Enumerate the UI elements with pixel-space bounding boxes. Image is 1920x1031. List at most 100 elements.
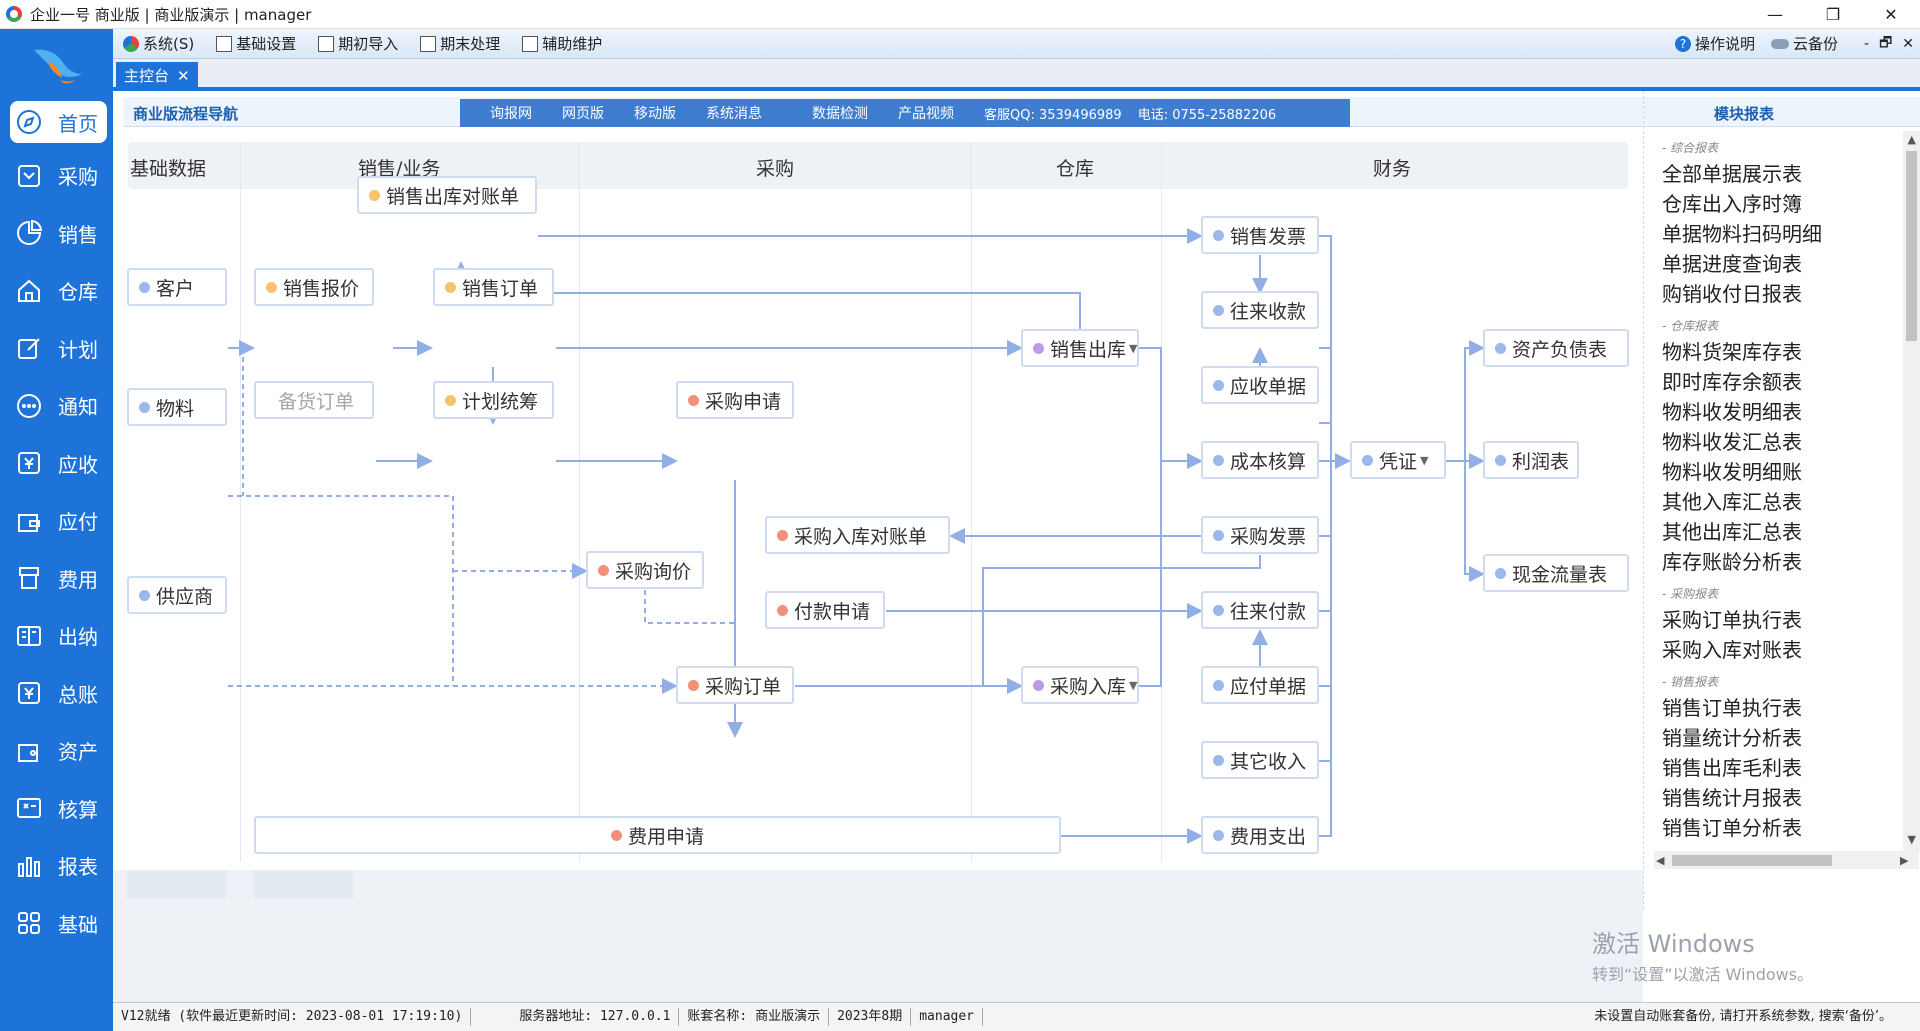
report-horizontal-scrollbar[interactable] [1654, 851, 1919, 869]
cloud-backup-button[interactable]: 云备份 [1771, 33, 1838, 54]
report-link[interactable]: 购销收付日报表 [1662, 282, 1802, 306]
sidebar-item-0[interactable]: 首页 [10, 101, 107, 143]
sidebar-item-3[interactable]: 仓库 [0, 262, 113, 320]
node-cost-accounting[interactable]: 成本核算 [1201, 441, 1319, 479]
help-button[interactable]: ? 操作说明 [1675, 33, 1755, 54]
report-link[interactable]: 库存账龄分析表 [1662, 550, 1802, 574]
node-receivable[interactable]: 往来收款 [1201, 291, 1319, 329]
report-link[interactable]: 物料货架库存表 [1662, 340, 1802, 364]
node-receivable-doc[interactable]: 应收单据 [1201, 366, 1319, 404]
node-supplier[interactable]: 供应商 [127, 576, 227, 614]
node-sales-out[interactable]: 销售出库▼ [1021, 329, 1139, 367]
node-purchase-reconcile[interactable]: 采购入库对账单 [765, 516, 950, 554]
sidebar-item-4[interactable]: 计划 [0, 320, 113, 378]
node-sales-invoice[interactable]: 销售发票 [1201, 216, 1319, 254]
node-voucher[interactable]: 凭证▼ [1350, 441, 1446, 479]
sidebar-item-6[interactable]: 应收 [0, 435, 113, 493]
report-link[interactable]: 其他出库汇总表 [1662, 520, 1802, 544]
minimize-button[interactable]: — [1767, 5, 1783, 24]
sidebar-item-5[interactable]: 通知 [0, 377, 113, 435]
node-customer[interactable]: 客户 [127, 268, 227, 306]
report-vertical-scrollbar[interactable] [1903, 131, 1920, 851]
node-stock-order[interactable]: 备货订单 [254, 381, 374, 419]
node-plan[interactable]: 计划统筹 [433, 381, 554, 419]
sidebar-item-13[interactable]: 报表 [0, 837, 113, 895]
close-tab-icon[interactable]: ✕ [177, 66, 190, 85]
link-data-check[interactable]: 数据检测 [812, 106, 868, 122]
sidebar-item-12[interactable]: 核算 [0, 780, 113, 838]
dropdown-arrow-icon[interactable]: ▼ [1420, 453, 1429, 467]
sidebar-item-11[interactable]: 资产 [0, 722, 113, 780]
report-link[interactable]: 物料收发明细表 [1662, 400, 1802, 424]
sidebar-item-7[interactable]: 应付 [0, 492, 113, 550]
report-link[interactable]: 即时库存余额表 [1662, 370, 1802, 394]
report-link[interactable]: 销售订单分析表 [1662, 816, 1802, 840]
scroll-right-arrow-icon[interactable]: ▶ [1900, 854, 1909, 867]
report-link[interactable]: 销量统计分析表 [1662, 726, 1802, 750]
report-link[interactable]: 全部单据展示表 [1662, 162, 1802, 186]
scroll-thumb[interactable] [1672, 855, 1832, 866]
report-link[interactable]: 销售统计月报表 [1662, 786, 1802, 810]
report-link[interactable]: 单据物料扫码明细 [1662, 222, 1822, 246]
link-mobile[interactable]: 移动版 [634, 106, 676, 122]
report-link[interactable]: 采购入库对账表 [1662, 638, 1802, 662]
report-link[interactable]: 销售订单执行表 [1662, 696, 1802, 720]
sidebar-item-8[interactable]: 费用 [0, 550, 113, 608]
report-link[interactable]: 采购订单执行表 [1662, 608, 1802, 632]
node-sales-order-label: 销售订单 [462, 277, 539, 300]
restore-button[interactable]: ❐ [1825, 5, 1841, 24]
node-payment[interactable]: 往来付款 [1201, 591, 1319, 629]
report-link[interactable]: 物料收发明细账 [1662, 460, 1802, 484]
scroll-down-arrow-icon[interactable]: ▼ [1907, 833, 1916, 846]
inner-minimize-button[interactable]: - [1864, 35, 1870, 52]
sidebar-item-14[interactable]: 基础 [0, 895, 113, 953]
node-payment-request[interactable]: 付款申请 [765, 591, 885, 629]
node-purchase-inquiry[interactable]: 采购询价 [586, 551, 704, 589]
scroll-left-arrow-icon[interactable]: ◀ [1656, 854, 1665, 867]
dropdown-arrow-icon[interactable]: ▼ [1129, 678, 1138, 692]
link-videos[interactable]: 产品视频 [898, 106, 954, 122]
node-sales-reconcile[interactable]: 销售出库对账单 [357, 176, 537, 214]
sidebar-item-10[interactable]: 总账 [0, 665, 113, 723]
node-sales-quote[interactable]: 销售报价 [254, 268, 374, 306]
menu-maintenance[interactable]: 辅助维护 [522, 33, 602, 54]
link-messages[interactable]: 系统消息 [706, 106, 762, 122]
dot-icon [1213, 529, 1224, 541]
inner-close-button[interactable]: ✕ [1902, 35, 1914, 52]
sidebar-item-9[interactable]: 出纳 [0, 607, 113, 665]
scroll-thumb[interactable] [1906, 151, 1917, 341]
node-balance-sheet[interactable]: 资产负债表 [1483, 329, 1629, 367]
dropdown-arrow-icon[interactable]: ▼ [1129, 341, 1138, 355]
close-button[interactable]: ✕ [1884, 5, 1898, 24]
node-material[interactable]: 物料 [127, 388, 227, 426]
report-link[interactable]: 仓库出入序时簿 [1662, 192, 1802, 216]
node-cashflow[interactable]: 现金流量表 [1483, 554, 1629, 592]
sidebar-item-2[interactable]: 销售 [0, 205, 113, 263]
tab-main-console[interactable]: 主控台 ✕ [116, 62, 198, 89]
report-link[interactable]: 销售出库毛利表 [1662, 756, 1802, 780]
node-purchase-in[interactable]: 采购入库▼ [1021, 666, 1139, 704]
node-purchase-request[interactable]: 采购申请 [676, 381, 794, 419]
node-purchase-order[interactable]: 采购订单 [676, 666, 794, 704]
node-expense-request[interactable]: 费用申请 [254, 816, 1061, 854]
report-link[interactable]: 其他入库汇总表 [1662, 490, 1802, 514]
link-web[interactable]: 网页版 [562, 106, 604, 122]
node-sales-order[interactable]: 销售订单 [433, 268, 554, 306]
report-section-header: - 销售报表 [1662, 675, 1719, 689]
link-xunbaowang[interactable]: 询报网 [490, 106, 532, 122]
inner-restore-button[interactable]: 🗗 [1879, 34, 1893, 51]
node-purchase-invoice[interactable]: 采购发票 [1201, 516, 1319, 554]
node-expense-out[interactable]: 费用支出 [1201, 816, 1319, 854]
node-payable-doc[interactable]: 应付单据 [1201, 666, 1319, 704]
node-other-income[interactable]: 其它收入 [1201, 741, 1319, 779]
node-income-statement[interactable]: 利润表 [1483, 441, 1579, 479]
scroll-up-arrow-icon[interactable]: ▲ [1907, 133, 1916, 146]
menu-system[interactable]: 系统(S) [123, 33, 194, 54]
menubar: 系统(S) 基础设置 期初导入 期末处理 辅助维护 ? 操作说明 云备份 - 🗗… [113, 29, 1920, 59]
menu-period-end[interactable]: 期末处理 [420, 33, 500, 54]
report-link[interactable]: 物料收发汇总表 [1662, 430, 1802, 454]
menu-initial-import[interactable]: 期初导入 [318, 33, 398, 54]
report-link[interactable]: 单据进度查询表 [1662, 252, 1802, 276]
menu-basic-settings[interactable]: 基础设置 [216, 33, 296, 54]
sidebar-item-1[interactable]: 采购 [0, 147, 113, 205]
